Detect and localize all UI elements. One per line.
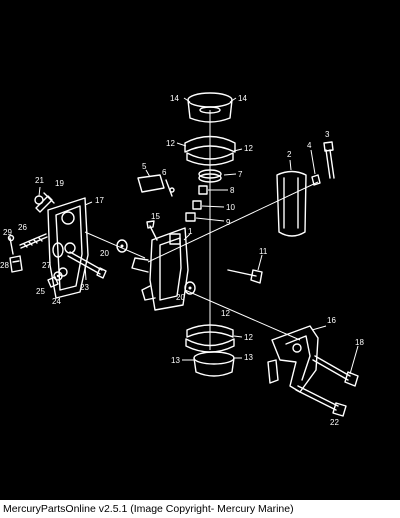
part-19-spring <box>35 192 55 213</box>
callout-3: 3 <box>325 130 330 139</box>
callout-15: 15 <box>151 212 160 221</box>
part-16-bracket <box>267 325 327 393</box>
part-26-pin <box>19 233 48 249</box>
part-2-sleeve <box>276 159 307 237</box>
part-12-lower-bushing <box>185 324 243 353</box>
callout-12-lower-left: 12 <box>221 309 230 318</box>
callout-6: 6 <box>162 168 167 177</box>
callout-25: 25 <box>36 287 45 296</box>
callout-20-left: 20 <box>100 249 109 258</box>
image-caption: MercuryPartsOnline v2.5.1 (Image Copyrig… <box>0 500 400 518</box>
part-24-washer <box>53 271 63 281</box>
part-20-washer-right <box>184 281 196 295</box>
part-27-bushing <box>52 242 64 258</box>
callout-4: 4 <box>307 141 312 150</box>
callout-14-right: 14 <box>238 94 247 103</box>
part-12-upper-bushing <box>176 135 243 166</box>
callout-26: 26 <box>18 223 27 232</box>
callout-28: 28 <box>0 261 9 270</box>
callout-11: 11 <box>259 247 268 256</box>
part-23-bolt <box>67 251 107 281</box>
leader-line <box>184 289 301 341</box>
leader-line <box>147 181 319 263</box>
callout-22: 22 <box>330 418 339 427</box>
callout-20-right: 20 <box>176 293 185 302</box>
callout-14-left: 14 <box>170 94 179 103</box>
callout-1: 1 <box>188 227 193 236</box>
callout-labels: 1 2 3 4 5 6 7 8 9 10 11 12 12 12 12 13 1… <box>0 94 364 427</box>
part-5-bracket <box>137 169 165 193</box>
callout-16: 16 <box>327 316 336 325</box>
callout-19: 19 <box>55 179 64 188</box>
part-1-swivel-bracket <box>131 227 191 311</box>
part-13-clamp-ring <box>182 351 242 377</box>
part-25-nut <box>47 276 59 288</box>
callout-12-lower-right: 12 <box>244 333 253 342</box>
callout-17: 17 <box>95 196 104 205</box>
callout-13-left: 13 <box>171 356 180 365</box>
part-3-bolt <box>323 141 335 179</box>
leader-line <box>84 231 146 259</box>
part-9-block <box>185 212 225 222</box>
part-11-lever <box>227 254 263 284</box>
part-18-bolt <box>312 345 359 387</box>
callout-12-upper-right: 12 <box>244 144 253 153</box>
part-17-lock-plate <box>47 197 93 299</box>
callout-13-right: 13 <box>244 353 253 362</box>
callout-29: 29 <box>3 228 12 237</box>
callout-24: 24 <box>52 297 61 306</box>
part-8-block <box>198 185 228 195</box>
callout-2: 2 <box>287 150 292 159</box>
parts-diagram: 1 2 3 4 5 6 7 8 9 10 11 12 12 12 12 13 1… <box>0 0 400 500</box>
callout-12-upper-left: 12 <box>166 139 175 148</box>
callout-27: 27 <box>42 261 51 270</box>
part-7-ring <box>198 169 237 183</box>
callout-10: 10 <box>226 203 235 212</box>
callout-5: 5 <box>142 162 147 171</box>
callout-21: 21 <box>35 176 44 185</box>
part-4-nut <box>310 149 321 186</box>
part-14-clamp-ring <box>183 92 237 123</box>
callout-7: 7 <box>238 170 243 179</box>
part-15-screw <box>146 220 158 241</box>
part-20-washer-left <box>116 239 128 253</box>
part-6-pin <box>165 179 175 197</box>
part-28-knob <box>9 255 23 273</box>
part-10-block <box>192 200 225 210</box>
callout-23: 23 <box>80 283 89 292</box>
callout-18: 18 <box>355 338 364 347</box>
part-29-pin <box>7 234 15 255</box>
part-22-bolt <box>295 385 347 417</box>
callout-8: 8 <box>230 186 235 195</box>
part-21-washer <box>34 186 44 205</box>
exploded-view-drawing: 1 2 3 4 5 6 7 8 9 10 11 12 12 12 12 13 1… <box>0 92 364 427</box>
callout-9: 9 <box>226 218 231 227</box>
